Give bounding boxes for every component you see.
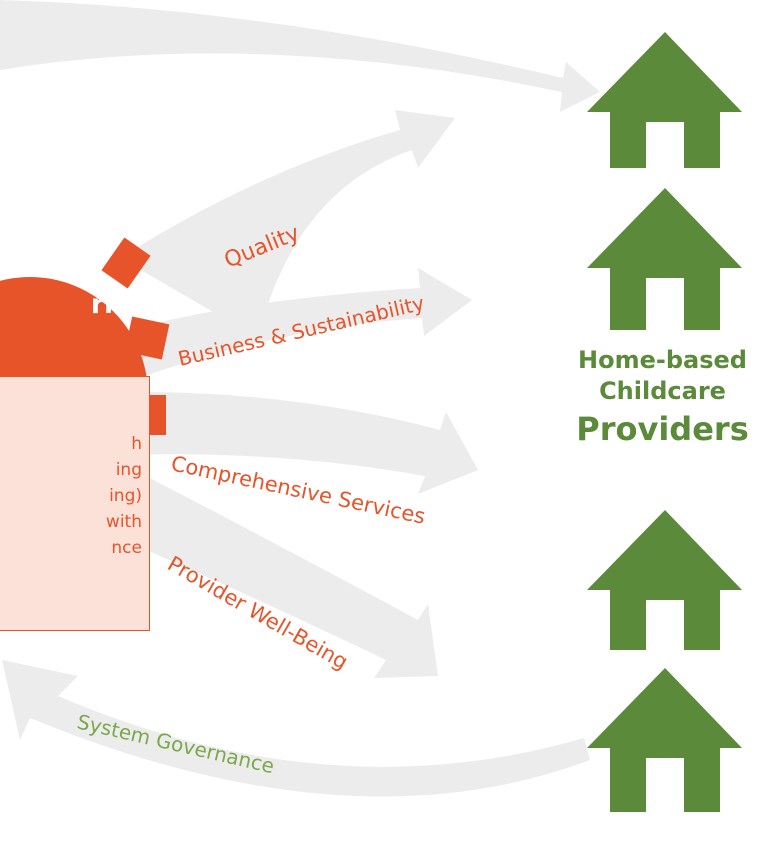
info-box: h ing ing) with nce: [0, 376, 150, 631]
house-icon: [587, 32, 742, 168]
house-icon: [587, 510, 742, 650]
info-line: ing: [115, 460, 142, 480]
governance-arrow: [2, 660, 590, 797]
house-icon: [587, 188, 742, 330]
info-line: with: [105, 512, 142, 532]
info-line: nce: [111, 538, 142, 558]
providers-title: Home-based Childcare Providers: [556, 345, 769, 449]
business-arrow: [110, 268, 472, 388]
providers-line-1: Home-based: [578, 346, 747, 374]
comprehensive-arrow: [120, 391, 478, 494]
house-icon: [587, 668, 742, 812]
quality-arrow: [120, 110, 455, 338]
info-line: ing): [109, 486, 142, 506]
info-line: h: [131, 434, 142, 454]
providers-line-2: Childcare: [599, 377, 726, 405]
providers-line-3: Providers: [576, 410, 749, 448]
wellbeing-arrow: [100, 460, 438, 678]
top-return-arrow: [0, 0, 600, 112]
gear-title: rk: [90, 289, 122, 320]
